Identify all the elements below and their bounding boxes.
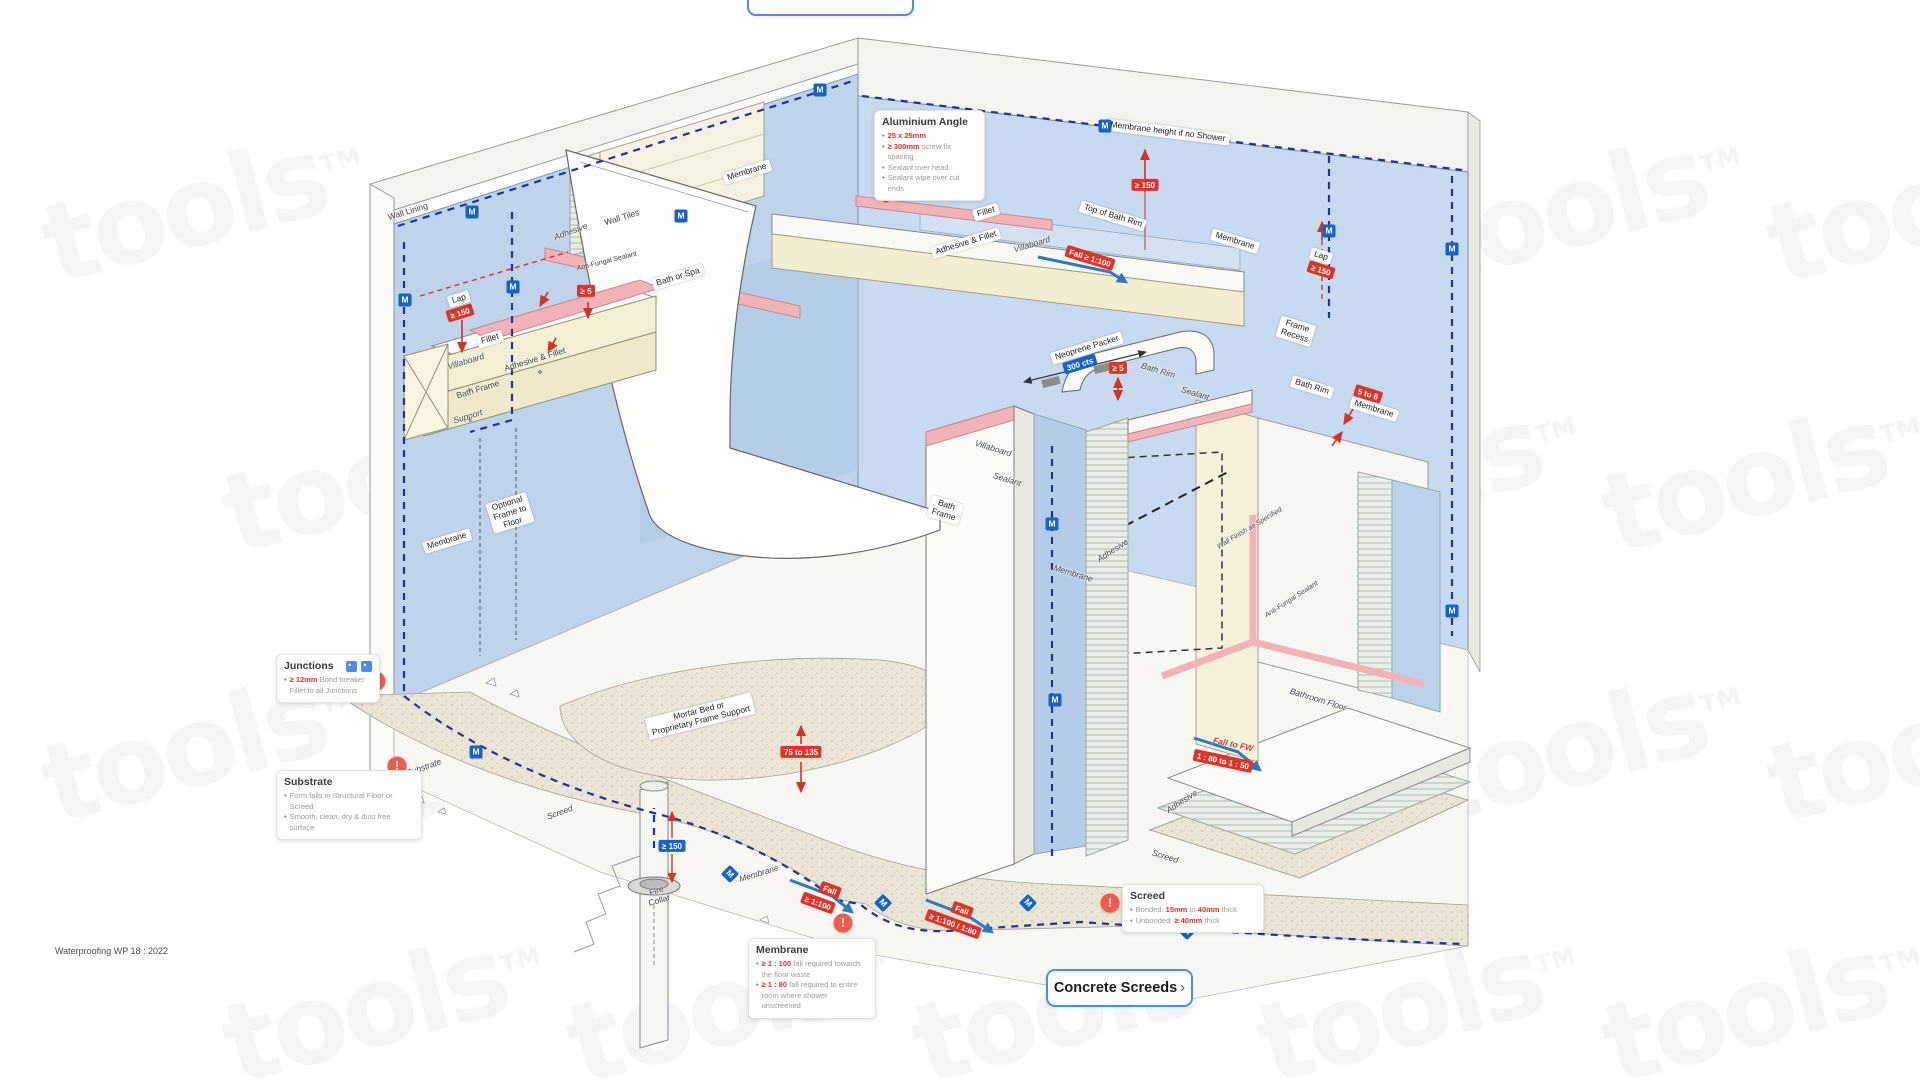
label-chip: Mortar Bed or Proprietary Frame Support — [644, 692, 756, 740]
document-reference: Waterproofing WP 18 : 2022 — [55, 946, 169, 956]
label-chip: Fillet — [971, 202, 1001, 222]
membrane-marker: M — [873, 893, 893, 913]
label-text: Membrane — [1052, 562, 1095, 584]
label-text: Fire Collar — [647, 883, 672, 908]
label-text: Villaboard — [446, 350, 486, 372]
callout-bullet: •Smooth, clean, dry & dust free surface — [284, 812, 391, 832]
membrane-marker: M — [720, 864, 740, 884]
dimension-badge: ≥ 5 — [1108, 361, 1128, 375]
dimension-badge: Fall — [818, 880, 842, 900]
chevron-right-icon: › — [1180, 980, 1186, 996]
membrane-marker: M — [1018, 893, 1038, 913]
callout-substrate: Substrate •Form falls in Structural Floor… — [276, 770, 422, 840]
label-chip: Membrane — [1210, 228, 1260, 254]
label-text: Adhesive — [1164, 787, 1199, 815]
membrane-marker: M — [1445, 242, 1459, 256]
callout-bullet: •Sealant over head — [882, 162, 949, 172]
membrane-marker: M — [469, 745, 483, 759]
dimension-badge: ≥ 150 — [1131, 178, 1159, 192]
membrane-marker: M — [1048, 693, 1062, 707]
label-chip: Bath Rim — [1289, 375, 1335, 399]
membrane-marker: M — [1445, 604, 1459, 618]
label-text: Villaboard — [1012, 233, 1052, 255]
concrete-screeds-label: Concrete Screeds — [1053, 980, 1178, 996]
membrane-marker: M — [1098, 119, 1112, 133]
membrane-marker: M — [674, 209, 688, 223]
callout-title: Membrane — [756, 944, 809, 956]
callout-membrane: Membrane •≥ 1 : 100 fall required towards… — [748, 938, 876, 1019]
label-text: Screed — [545, 802, 575, 822]
label-text: Screed — [1150, 847, 1180, 865]
label-text: Villaboard — [973, 437, 1013, 459]
label-chip: Frame Recess — [1275, 315, 1317, 347]
detail-link-icon[interactable] — [346, 660, 357, 672]
label-chip: Membrane — [422, 528, 472, 554]
callout-title: Screed — [1130, 890, 1166, 902]
callout-title: Aluminium Angle — [882, 116, 968, 128]
callout-screed: Screed •Bonded: 15mm to 40mm thick•Unbond… — [1122, 884, 1264, 933]
dimension-badge: 75 to 135 — [780, 745, 822, 759]
dimension-badge-blue: ≥ 150 — [658, 839, 686, 853]
dimension-badge: Fall — [950, 900, 974, 920]
label-text: Bath Rim — [1140, 360, 1177, 381]
label-chip: Optional Frame to Floor — [485, 491, 535, 535]
callout-title: Substrate — [284, 776, 333, 788]
top-nav-button[interactable] — [747, 0, 914, 16]
callout-bullet: •Unbonded: ≥ 40mm thick — [1130, 915, 1220, 925]
label-text: Sealant — [1180, 384, 1211, 403]
warning-icon: ! — [833, 913, 853, 933]
callout-title: Junctions — [284, 660, 334, 672]
label-text: Membrane — [737, 862, 780, 884]
dimension-badge: ≥ 5 — [576, 284, 596, 298]
label-chip: Adhesive & Fillet — [930, 226, 1002, 260]
label-chip: Bath or Spa — [650, 263, 706, 291]
label-text: Support — [452, 407, 484, 426]
detail-link-icon[interactable] — [361, 660, 372, 672]
label-chip: Fillet — [475, 329, 505, 349]
callout-bullet: •Form falls in Structural Floor or Scree… — [284, 791, 393, 811]
callout-bullet: •Bonded: 15mm to 40mm thick — [1130, 905, 1237, 914]
label-red-text: Fall to FW — [1212, 735, 1255, 754]
label-text: Sealant — [992, 470, 1023, 489]
callout-bullet: •Sealant wipe over cut ends — [882, 173, 960, 193]
callout-bullet: •25 x 25mm — [882, 131, 927, 140]
label-text: Wall Tiles — [603, 207, 641, 228]
warning-icon: ! — [1100, 893, 1120, 913]
label-text: Anti-Fungal Sealant — [576, 250, 638, 273]
label-text: Bathroom Floor — [1288, 685, 1348, 713]
label-text: Adhesive — [552, 220, 589, 242]
callout-bullet: •≥ 1 : 80 fall required to entire room w… — [756, 980, 858, 1010]
callout-bullet: •≥ 300mm screw fix spacing — [882, 141, 951, 162]
label-text: Wall Lining — [386, 200, 429, 222]
label-chip: Top of Bath Rim — [1078, 200, 1148, 232]
label-text: Adhesive & Fillet — [503, 345, 567, 374]
membrane-marker: M — [813, 83, 827, 97]
membrane-marker: M — [1045, 517, 1059, 531]
label-text: Bath Frame — [455, 377, 501, 401]
membrane-marker: M — [398, 293, 412, 307]
membrane-marker: M — [1322, 224, 1336, 238]
dimension-badge: ≥ 150 — [1306, 260, 1336, 280]
membrane-marker: M — [465, 205, 479, 219]
callout-bullet: •≥ 1 : 100 fall required towards the flo… — [756, 959, 861, 979]
label-text: Anti-Fungal Sealant — [1264, 579, 1320, 620]
callout-bullet: •≥ 12mm Bond breaker Fillet to all Junct… — [284, 675, 365, 695]
label-text: Adhesive — [1095, 536, 1130, 564]
callout-aluminium-angle: Aluminium Angle •25 x 25mm•≥ 300mm screw … — [874, 110, 985, 201]
concrete-screeds-button[interactable]: Concrete Screeds › — [1046, 969, 1193, 1007]
membrane-marker: M — [506, 280, 520, 294]
label-chip: Membrane height if no Shower — [1105, 118, 1231, 146]
dimension-badge: Fall ≥ 1:100 — [1064, 244, 1116, 272]
label-text: Wall Finish as Specified — [1216, 506, 1284, 551]
label-chip: Bath Frame — [926, 494, 964, 526]
label-chip: Membrane — [722, 159, 772, 185]
callout-junctions: Junctions •≥ 12mm Bond breaker Fillet to … — [276, 654, 380, 703]
